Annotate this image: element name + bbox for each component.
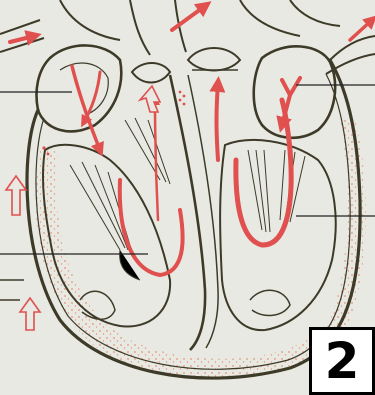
panel-number: 2: [325, 336, 360, 386]
panel-number-badge: 2: [309, 327, 375, 395]
flow-arrow-icon: [217, 84, 219, 160]
